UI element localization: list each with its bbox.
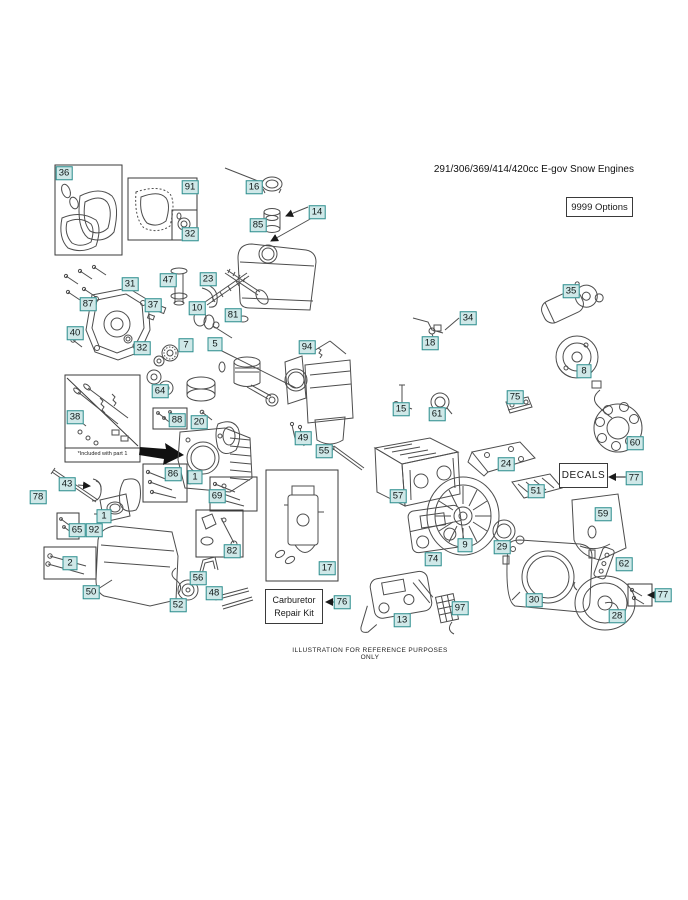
linkage-parts-drawing [393, 317, 460, 415]
callout-85-4: 85 [249, 218, 267, 232]
callout-34-23: 34 [459, 311, 477, 325]
carb-kit-line1: Carburetor [272, 595, 316, 606]
callout-82-47: 82 [223, 544, 241, 558]
callout-40-13: 40 [66, 326, 84, 340]
callout-35-26: 35 [562, 284, 580, 298]
callout-49-32: 49 [294, 431, 312, 445]
leader-arrows [325, 473, 655, 606]
stator-drawing [591, 380, 643, 453]
callout-16-3: 16 [245, 180, 263, 194]
callout-9-54: 9 [457, 538, 473, 552]
callout-75-28: 75 [506, 390, 524, 404]
blower-housing-drawing [502, 539, 596, 613]
callout-64-17: 64 [151, 384, 169, 398]
cover-gasket-drawing [135, 188, 191, 232]
callout-59-57: 59 [594, 507, 612, 521]
callout-43-34: 43 [58, 477, 76, 491]
callout-61-25: 61 [428, 407, 446, 421]
callout-38-20: 38 [66, 410, 84, 424]
callout-37-10: 37 [144, 298, 162, 312]
callout-86-36: 86 [164, 467, 182, 481]
callout-52-44: 52 [169, 598, 187, 612]
callout-13-50: 13 [393, 613, 411, 627]
starter-motor-drawing [541, 281, 604, 324]
callout-92-40: 92 [85, 523, 103, 537]
fuel-system-drawing [204, 167, 317, 311]
callout-18-22: 18 [421, 336, 439, 350]
callout-15-24: 15 [392, 402, 410, 416]
callout-28-60: 28 [608, 609, 626, 623]
callout-5-16: 5 [207, 337, 223, 351]
footer-disclaimer: ILLUSTRATION FOR REFERENCE PURPOSES ONLY [292, 647, 448, 661]
callout-20-19: 20 [190, 415, 208, 429]
inset-boxes [43, 164, 653, 607]
callout-2-42: 2 [62, 556, 78, 570]
callout-51-56: 51 [527, 484, 545, 498]
crankshaft-piston-drawing [186, 268, 297, 407]
decals-box: DECALS [559, 463, 608, 488]
callout-69-38: 69 [208, 489, 226, 503]
valve-kit-drawing [71, 383, 129, 446]
callout-31-7: 31 [121, 277, 139, 291]
callout-77-61: 77 [654, 588, 672, 602]
pointer-arrow [139, 443, 184, 465]
cylinder-block-drawing [177, 421, 253, 493]
drive-pulley-drawing [555, 335, 599, 379]
head-bolt-sets [145, 469, 245, 507]
callout-57-53: 57 [389, 489, 407, 503]
callout-60-29: 60 [626, 436, 644, 450]
heater-box-drawing [373, 437, 461, 507]
callout-88-18: 88 [168, 413, 186, 427]
recoil-group-drawing [571, 493, 645, 631]
callout-47-8: 47 [159, 273, 177, 287]
choke-parts-drawing [200, 513, 238, 548]
inset-note: *Included with part 1 [77, 451, 128, 457]
callout-55-33: 55 [315, 444, 333, 458]
callout-56-45: 56 [189, 571, 207, 585]
callout-1-41: 1 [96, 509, 112, 523]
mount-bracket-drawing [467, 441, 536, 477]
callout-78-35: 78 [29, 490, 47, 504]
callout-65-39: 65 [68, 523, 86, 537]
carb-kit-line2: Repair Kit [274, 607, 314, 618]
callout-1-37: 1 [187, 470, 203, 484]
options-box: 9999 Options [566, 197, 633, 217]
page-title: 291/306/369/414/420cc E-gov Snow Engines [433, 164, 634, 175]
callout-10-11: 10 [188, 301, 206, 315]
callout-74-52: 74 [424, 552, 442, 566]
callout-81-12: 81 [224, 308, 242, 322]
carburetor-inset-drawing [274, 485, 324, 565]
callout-50-43: 50 [82, 585, 100, 599]
callout-14-5: 14 [308, 205, 326, 219]
callout-30-58: 30 [525, 593, 543, 607]
callout-97-51: 97 [451, 601, 469, 615]
callout-36-0: 36 [55, 166, 73, 180]
callout-77-31: 77 [625, 471, 643, 485]
callout-94-21: 94 [298, 340, 316, 354]
callout-24-30: 24 [497, 457, 515, 471]
bolt-set-87 [63, 264, 107, 301]
callout-7-15: 7 [178, 338, 194, 352]
callout-17-48: 17 [318, 561, 336, 575]
callout-91-1: 91 [181, 180, 199, 194]
control-box-drawing [407, 504, 465, 554]
gasket-set-drawing [60, 183, 118, 252]
callout-32-2: 32 [181, 227, 199, 241]
callout-48-46: 48 [205, 586, 223, 600]
callout-62-59: 62 [615, 557, 633, 571]
callout-29-55: 29 [493, 540, 511, 554]
callout-76-49: 76 [333, 595, 351, 609]
callout-32-14: 32 [133, 341, 151, 355]
callout-87-6: 87 [79, 297, 97, 311]
callout-23-9: 23 [199, 272, 217, 286]
callout-8-27: 8 [576, 364, 592, 378]
carburetor-repair-kit-box: Carburetor Repair Kit [265, 589, 323, 624]
